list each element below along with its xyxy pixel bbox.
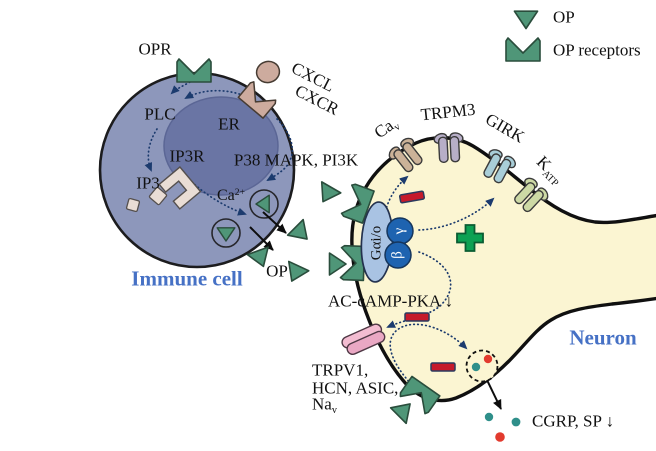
inhibition-bar-vesicle [430, 362, 456, 372]
vesicle-release-arrow [486, 379, 502, 410]
ip3-molecule-icon [148, 186, 168, 206]
op-triangle-icon [286, 218, 316, 248]
label-trpv1-line2: HCN, ASIC, [312, 378, 399, 398]
legend-op-receptor-icon [505, 37, 541, 62]
label-trpv1-line1: TRPV1, [312, 360, 369, 380]
label-ip3r: IP3R [169, 146, 205, 166]
neurotransmitter-dot-teal [471, 362, 481, 372]
op-triangle-icon [389, 395, 419, 425]
trpv1-receptor-icon [341, 323, 386, 355]
opr-receptor-icon [176, 58, 212, 83]
synaptic-vesicle-icon [465, 349, 499, 383]
neurotransmitter-dot-teal [511, 417, 521, 427]
op-triangle-icon [312, 181, 342, 208]
neurotransmitter-dot-red [495, 432, 505, 442]
exocytosis-arrow [249, 226, 274, 251]
g-protein-complex [360, 201, 414, 283]
immune-cell-title: Immune cell [131, 266, 243, 291]
legend-op-receptors-label: OP receptors [553, 40, 641, 60]
op-vesicle-icon [211, 218, 241, 248]
neurotransmitter-dot-red [483, 354, 493, 364]
label-opr: OPR [138, 39, 172, 59]
arrow-opreceptor-to-vesicle [389, 323, 468, 385]
label-g-beta: β [389, 251, 406, 259]
op-vesicle-icon [249, 189, 279, 219]
neurotransmitter-dot-teal [484, 412, 494, 422]
exocytosis-arrow [262, 211, 287, 234]
inhibition-bar-cav [398, 190, 426, 204]
arrow-plc-to-ip3 [144, 128, 158, 172]
down-arrow-icon: ↓ [605, 411, 615, 431]
released-neurotransmitters [484, 412, 521, 442]
arrow-opr-inward [170, 81, 191, 95]
label-op-secreted: OP [266, 261, 288, 281]
legend-op-triangle-icon [513, 10, 539, 30]
inhibition-bar-ac [404, 312, 430, 322]
label-g-gamma: γ [391, 227, 408, 235]
label-er: ER [218, 114, 240, 134]
arrow-ca-to-vesicle [191, 181, 247, 216]
label-g-alpha: Gαi/o [368, 225, 385, 261]
neuron-title: Neuron [569, 325, 637, 350]
label-p38-mapk-pi3k: P38 MAPK, PI3K [233, 150, 359, 170]
op-triangle-icon [328, 252, 347, 276]
ip3r-icon [158, 166, 202, 210]
immune-cell-body [98, 71, 296, 269]
label-ac-camp-pka: AC-cAMP-PKA ↓ [328, 291, 454, 311]
arrow-cxcr-to-p38 [266, 118, 294, 182]
ip3-molecule-icon [125, 197, 141, 213]
down-arrow-icon: ↓ [444, 291, 454, 311]
label-cgrp-sp: CGRP, SP ↓ [532, 411, 615, 431]
arrow-gamma-to-girk [418, 197, 495, 231]
g-beta-subunit [384, 241, 412, 269]
cxcl-ligand-icon [255, 60, 281, 84]
label-ip3: IP3 [136, 173, 160, 193]
activation-plus-icon [456, 224, 484, 252]
label-plc: PLC [144, 104, 176, 124]
label-trpv1-line3: Nav [312, 394, 337, 417]
er-organelle [163, 96, 279, 196]
legend-op-label: OP [553, 7, 575, 27]
label-calcium: Ca2+ [217, 186, 245, 205]
